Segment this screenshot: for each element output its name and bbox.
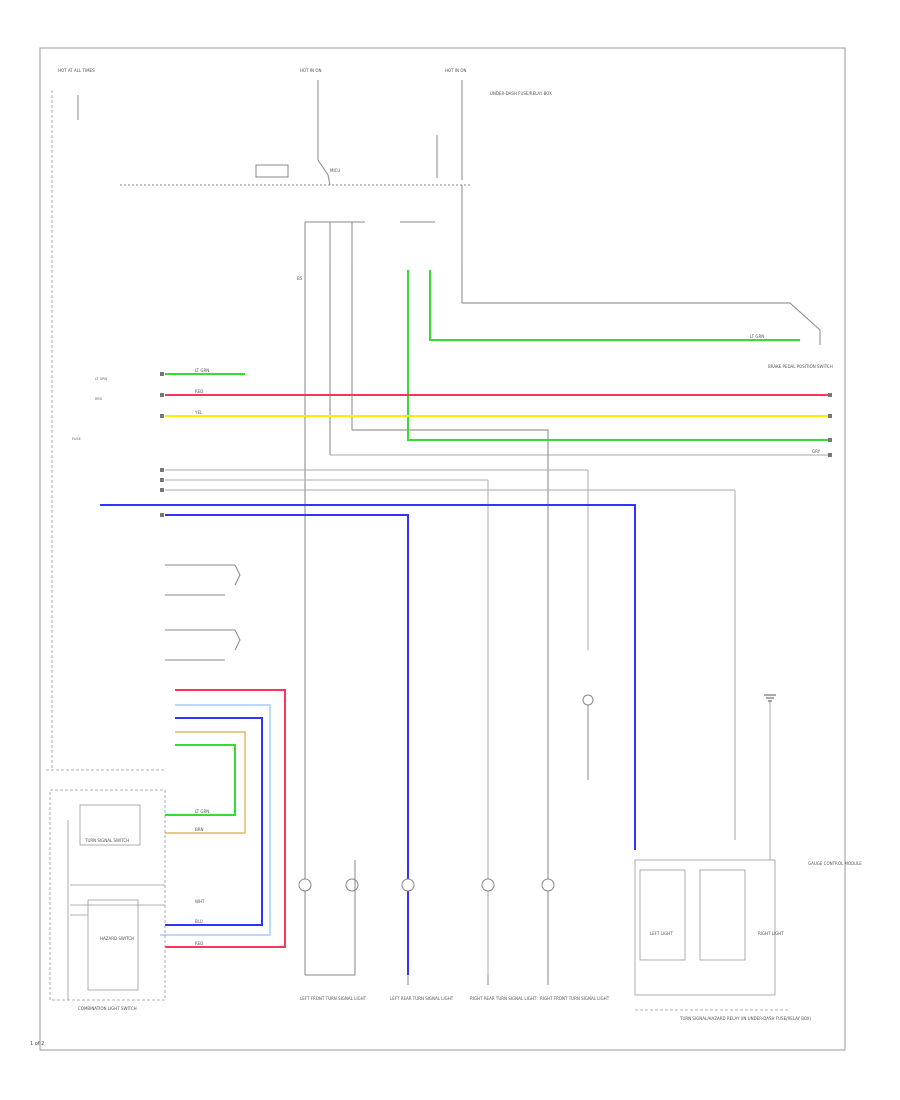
label-under-dash-box: UNDER-DASH FUSE/RELAY BOX — [490, 91, 552, 96]
wire-labels: LT GRN RED YEL LT GRN GRY LT GRN BRN WHT… — [194, 334, 821, 946]
svg-text:GRY: GRY — [812, 449, 821, 454]
turn-signal-relay — [634, 700, 790, 1011]
combination-light-switch — [49, 789, 166, 1001]
svg-text:FUSE: FUSE — [72, 437, 81, 441]
light-labels: LEFT FRONT TURN SIGNAL LIGHT LEFT REAR T… — [300, 996, 610, 1001]
label-hot-in-on-1: HOT IN ON — [300, 68, 321, 73]
label-right-indicator: RIGHT LIGHT — [758, 931, 784, 936]
svg-text:LEFT FRONT TURN SIGNAL LIGHT: LEFT FRONT TURN SIGNAL LIGHT — [300, 996, 367, 1001]
label-hot-in-on-2: HOT IN ON — [445, 68, 466, 73]
svg-text:RED: RED — [95, 397, 102, 401]
blue-wires — [100, 504, 636, 975]
diagram-frame — [39, 47, 846, 1051]
svg-text:B5: B5 — [297, 276, 303, 281]
left-connector-labels: LT GRN RED FUSE — [72, 372, 164, 517]
green-wires — [165, 270, 830, 816]
lightblue-switch-wire — [160, 704, 271, 936]
label-hazard-switch: HAZARD SWITCH — [100, 936, 134, 941]
ground-symbol — [764, 694, 776, 702]
svg-text:WHT: WHT — [195, 899, 205, 904]
ground-lines — [305, 705, 589, 985]
label-relay: TURN SIGNAL/HAZARD RELAY (IN UNDER-DASH … — [679, 1016, 812, 1021]
brake-pedal-switch: BRAKE PEDAL POSITION SWITCH — [768, 302, 833, 369]
label-gauge-module: GAUGE CONTROL MODULE — [808, 861, 862, 866]
right-edge-terminals — [828, 393, 832, 457]
micu-boundary — [46, 90, 165, 771]
svg-text:BLU: BLU — [195, 919, 203, 924]
gray-horizontal-wires — [165, 454, 830, 975]
svg-text:BRN: BRN — [195, 827, 204, 832]
orange-switch-wire — [165, 731, 246, 834]
svg-text:RED: RED — [195, 941, 203, 946]
label-mics: MICU — [330, 168, 340, 173]
label-hot-at-all-times: HOT AT ALL TIMES — [58, 68, 95, 73]
svg-text:LEFT REAR TURN SIGNAL LIGHT: LEFT REAR TURN SIGNAL LIGHT — [390, 996, 454, 1001]
header-labels: HOT AT ALL TIMES HOT IN ON HOT IN ON UND… — [58, 68, 552, 173]
label-combination-switch: COMBINATION LIGHT SWITCH — [78, 1006, 137, 1011]
red-switch-wire — [165, 689, 286, 948]
svg-text:YEL: YEL — [194, 410, 203, 415]
label-turn-signal-switch: TURN SIGNAL SWITCH — [84, 838, 129, 843]
svg-text:RIGHT FRONT TURN SIGNAL LIGHT: RIGHT FRONT TURN SIGNAL LIGHT — [540, 996, 610, 1001]
svg-text:LT GRN: LT GRN — [750, 334, 764, 339]
top-fuse-section — [77, 80, 470, 186]
dimmer-switches — [165, 564, 241, 661]
svg-text:BRAKE PEDAL POSITION SWITCH: BRAKE PEDAL POSITION SWITCH — [768, 364, 833, 369]
gray-trunk-wires — [304, 268, 790, 975]
svg-text:RIGHT REAR TURN SIGNAL LIGHT: RIGHT REAR TURN SIGNAL LIGHT — [470, 996, 537, 1001]
svg-text:LT GRN: LT GRN — [195, 368, 209, 373]
label-left-indicator: LEFT LIGHT — [650, 931, 673, 936]
svg-text:LT GRN: LT GRN — [195, 809, 209, 814]
svg-text:LT GRN: LT GRN — [95, 377, 108, 381]
page-footer: 1 of 2 — [30, 1041, 45, 1047]
svg-text:RED: RED — [195, 389, 203, 394]
connector-heads: B5 — [297, 185, 463, 281]
light-bulbs — [298, 694, 594, 892]
